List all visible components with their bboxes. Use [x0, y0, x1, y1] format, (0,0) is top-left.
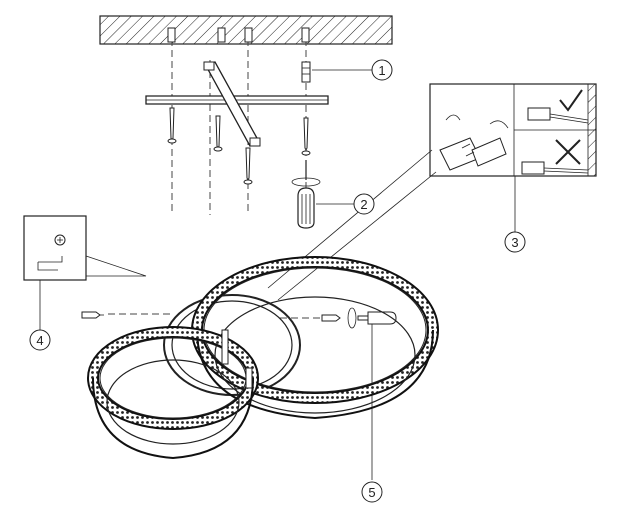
- wiring-detail-panel: [429, 83, 597, 232]
- lamp-body: [87, 256, 439, 460]
- callout-label: 2: [360, 197, 367, 212]
- callout-5: 5: [361, 481, 383, 503]
- callout-1: 1: [371, 59, 393, 81]
- callout-label: 3: [511, 235, 518, 250]
- callout-2: 2: [353, 193, 375, 215]
- set-screw-left: [81, 311, 170, 319]
- callout-label: 4: [36, 333, 43, 348]
- screwdriver-icon: [291, 160, 368, 229]
- terminal-block-detail: [439, 114, 509, 171]
- checkmark-icon: [559, 89, 583, 112]
- mounting-bracket: [145, 61, 329, 147]
- cross-icon: [555, 139, 581, 165]
- callout-label: 5: [368, 485, 375, 500]
- set-screw-right: [280, 307, 397, 480]
- callout-3: 3: [504, 231, 526, 253]
- wrong-connection: [521, 139, 589, 175]
- connector-posts: [221, 329, 253, 389]
- leader-lines-to-lamp: [267, 149, 437, 301]
- wall-plugs: [167, 27, 310, 43]
- callout-label: 1: [378, 63, 385, 78]
- bracket-screws: [167, 107, 311, 185]
- wall-plug-part: [301, 61, 372, 83]
- callout-4: 4: [29, 329, 51, 351]
- screw-detail-panel: [23, 215, 147, 330]
- correct-connection: [527, 89, 589, 124]
